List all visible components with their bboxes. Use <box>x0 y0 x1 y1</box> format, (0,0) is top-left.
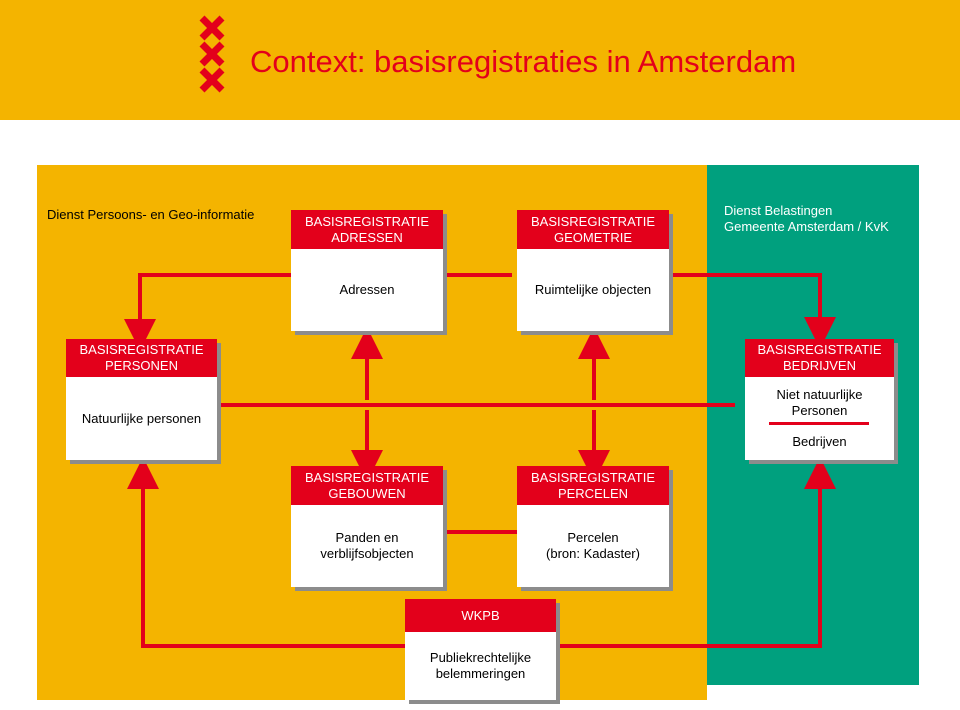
box-personen-title-1: BASISREGISTRATIE <box>79 342 204 357</box>
label-belastingen-line1: Dienst Belastingen <box>724 203 833 218</box>
box-gebouwen-title-2: GEBOUWEN <box>328 485 406 501</box>
box-adressen-body: Adressen <box>339 282 395 297</box>
arrow-wkpb-personen <box>127 457 405 648</box>
box-gebouwen-body-line1: Panden en <box>335 530 399 545</box>
box-percelen-body-line1: Percelen <box>567 530 619 545</box>
box-geometrie-title-2: GEOMETRIE <box>553 229 632 245</box>
box-percelen-title-2: PERCELEN <box>557 485 629 501</box>
box-geometrie-title-1: BASISREGISTRATIE <box>530 213 655 229</box>
label-dienst-persoons-geo: Dienst Persoons- en Geo-informatie <box>47 207 255 222</box>
box-gebouwen-title-1: BASISREGISTRATIE <box>304 469 429 485</box>
divider-line <box>769 422 869 425</box>
amsterdam-xxx-logo-icon <box>199 15 225 93</box>
header-bar <box>0 0 960 120</box>
arrow-wkpb-bedrijven <box>556 457 836 648</box>
box-personen-body: Natuurlijke personen <box>81 410 202 426</box>
box-percelen-body: Percelen(bron: Kadaster) <box>517 505 669 587</box>
box-gebouwen-body-line2: verblijfsobjecten <box>320 546 414 561</box>
box-bedrijven-body-line1: Niet natuurlijke <box>776 387 863 402</box>
box-percelen-title-1: BASISREGISTRATIE <box>530 469 655 485</box>
box-adressen-title-2: ADRESSEN <box>331 229 403 245</box>
box-bedrijven-body-line2: Personen <box>791 403 848 418</box>
box-bedrijven-body: Niet natuurlijke Personen Bedrijven <box>745 377 894 460</box>
box-adressen-title-1: BASISREGISTRATIE <box>304 213 429 229</box>
arrow-geometrie-bedrijven <box>669 273 836 349</box>
box-bedrijven-title-2: BEDRIJVEN <box>783 358 856 373</box>
box-wkpb-body-line2: belemmeringen <box>435 666 526 681</box>
box-personen-title-2: PERSONEN <box>105 358 178 373</box>
page-title: Context: basisregistraties in Amsterdam <box>250 44 797 79</box>
box-geometrie-body: Ruimtelijke objecten <box>534 282 652 297</box>
box-percelen-body-line2: (bron: Kadaster) <box>546 546 640 561</box>
box-bedrijven-title-1: BASISREGISTRATIE <box>757 342 882 357</box>
arrow-adressen-personen <box>124 273 291 351</box>
box-wkpb-body-line1: Publiekrechtelijke <box>429 650 532 665</box>
label-dienst-belastingen: Dienst Belastingen Gemeente Amsterdam / … <box>724 203 889 235</box>
box-bedrijven-body-line3: Bedrijven <box>792 434 847 449</box>
label-belastingen-line2: Gemeente Amsterdam / KvK <box>724 219 889 234</box>
box-wkpb-header: WKPB <box>405 599 556 632</box>
